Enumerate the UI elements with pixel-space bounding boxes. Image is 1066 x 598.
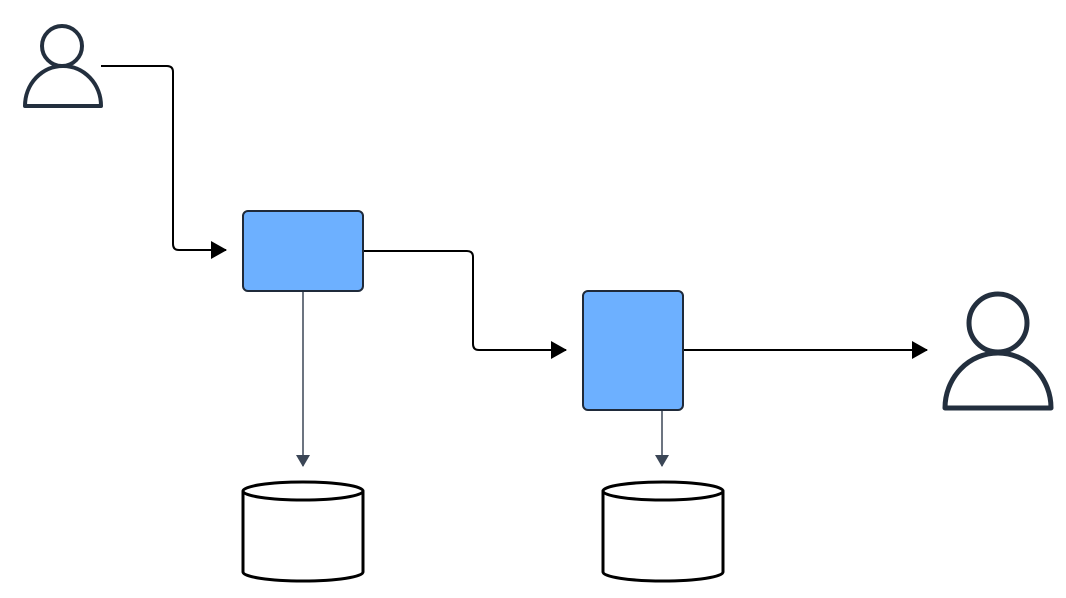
process-box-1[interactable] xyxy=(242,210,364,292)
process-box-2[interactable] xyxy=(582,290,684,411)
user-source-icon[interactable] xyxy=(23,24,103,108)
user-destination-icon[interactable] xyxy=(942,291,1054,411)
datastore-1-database-icon[interactable] xyxy=(241,480,365,583)
edge-process-1-to-process-2 xyxy=(363,250,567,359)
datastore-2-database-icon[interactable] xyxy=(601,480,725,583)
edge-user-to-process-1 xyxy=(101,65,227,259)
